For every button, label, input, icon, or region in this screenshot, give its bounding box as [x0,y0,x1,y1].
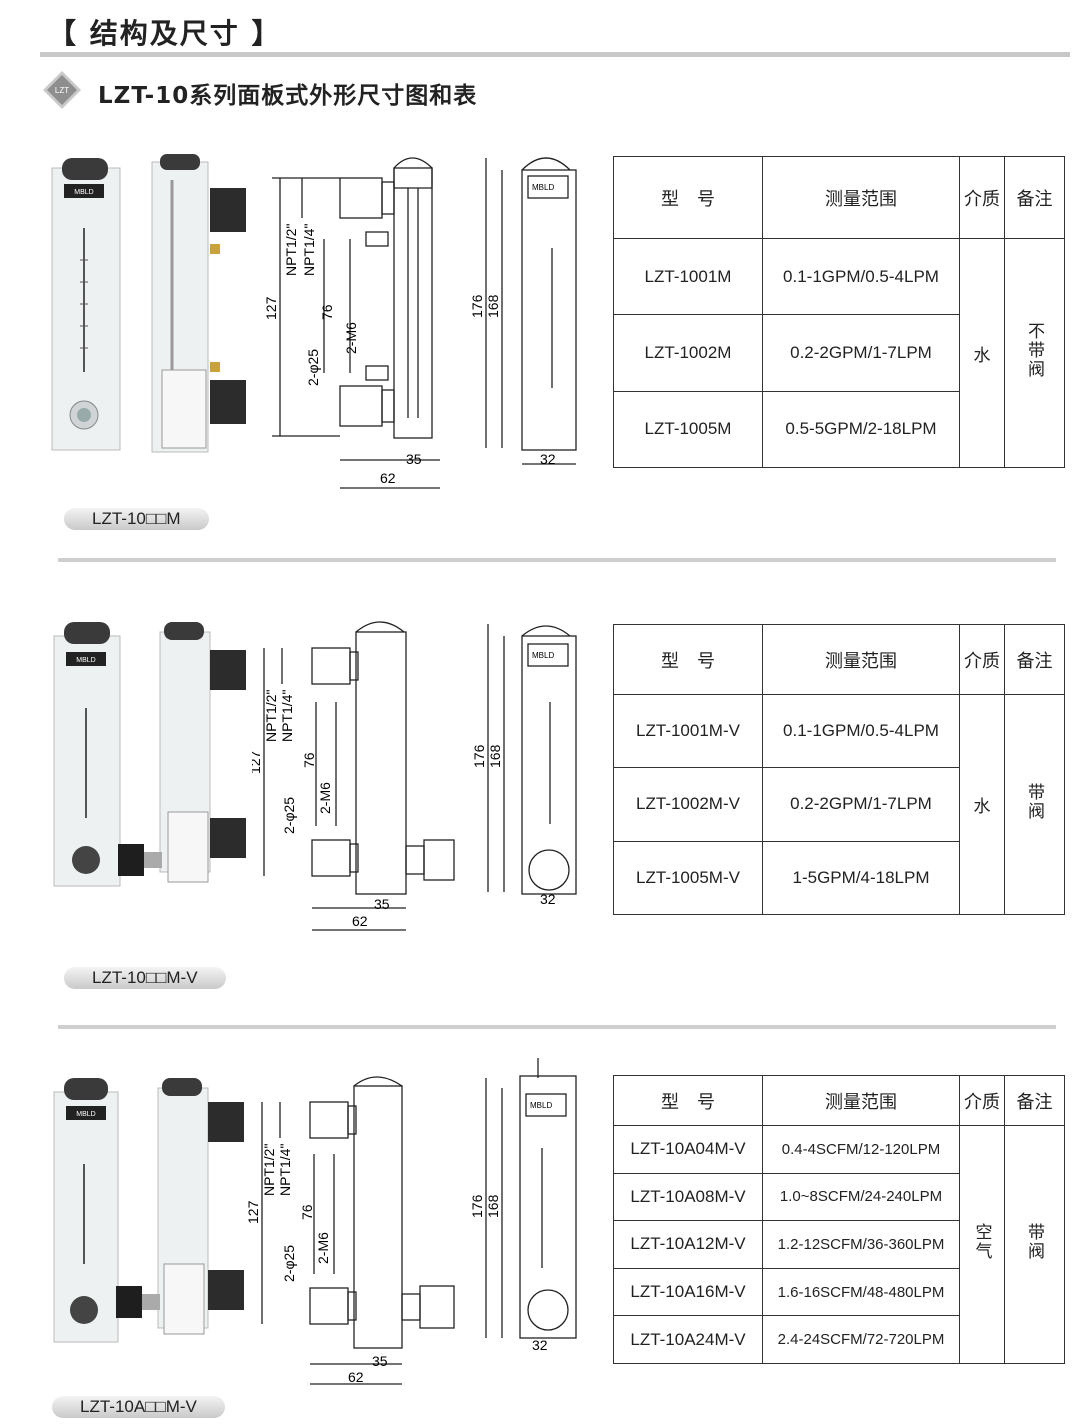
svg-text:127: 127 [245,1200,261,1224]
dim-62: 62 [380,470,396,486]
cell-range: 0.4-4SCFM/12-120LPM [762,1125,960,1174]
dim-32: 32 [540,451,556,467]
dimension-drawing-3: NPT1/2" NPT1/4" 127 76 2-φ25 2-M6 35 62 [245,1076,455,1385]
section-label-1: LZT-10□□M [64,508,209,530]
cell-model: LZT-10A24M-V [613,1315,763,1364]
svg-text:MBLD: MBLD [76,657,95,664]
cell-range: 1-5GPM/4-18LPM [762,840,960,916]
cell-remark: 带阀 [1025,1223,1044,1261]
cell-model: LZT-1001M [613,237,763,316]
svg-text:35: 35 [372,1353,388,1369]
cell-model: LZT-1001M-V [613,693,763,769]
dim-176: 176 [469,294,485,318]
cell-model: LZT-10A16M-V [613,1267,763,1317]
header-model: 型 号 [613,156,763,239]
product-photo-1: MBLD [51,154,246,453]
svg-text:MBLD: MBLD [74,189,93,196]
svg-text:76: 76 [301,752,317,768]
scale-drawing-2: MBLD 176 168 32 [471,624,577,907]
dim-127: 127 [263,296,279,320]
cell-range: 0.2-2GPM/1-7LPM [762,314,960,392]
cell-model: LZT-1002M [613,314,763,392]
svg-text:NPT1/4": NPT1/4" [279,690,295,742]
cell-medium: 空气 [972,1223,992,1261]
dim-npt-half: NPT1/2" [283,224,299,276]
svg-text:MBLD: MBLD [76,1111,95,1118]
svg-text:32: 32 [540,891,556,907]
cell-range: 1.6-16SCFM/48-480LPM [762,1267,960,1317]
svg-text:35: 35 [374,896,390,912]
cell-range: 0.1-1GPM/0.5-4LPM [762,693,960,769]
svg-text:168: 168 [487,744,503,768]
cell-model: LZT-1005M [613,390,763,469]
dim-76: 76 [319,304,335,320]
cell-range: 0.1-1GPM/0.5-4LPM [762,237,960,316]
svg-text:76: 76 [299,1204,315,1220]
header-range: 测量范围 [762,156,960,239]
cell-remark: 不带阀 [1025,322,1044,379]
cell-medium: 水 [959,694,1005,915]
scale-drawing-1: MBLD 176 168 32 [469,157,577,467]
page-subtitle: LZT-10系列面板式外形尺寸图和表 [98,83,478,109]
section-label-2: LZT-10□□M-V [64,967,226,989]
cell-model: LZT-10A08M-V [613,1172,763,1222]
cell-model: LZT-1002M-V [613,767,763,842]
svg-text:NPT1/4": NPT1/4" [277,1144,293,1196]
header-medium: 介质 [959,156,1005,239]
dim-m6: 2-M6 [343,322,359,354]
dimension-drawing-1: NPT1/2" NPT1/4" 127 76 2-φ25 2-M6 35 62 [263,157,440,489]
cell-model: LZT-1005M-V [613,840,763,916]
dim-phi25: 2-φ25 [305,349,321,386]
dimension-drawing-2: NPT1/2" NPT1/4" 127 76 2-φ25 2-M6 35 62 [252,621,455,931]
cell-range: 0.5-5GPM/2-18LPM [762,390,960,469]
header-remark: 备注 [1004,156,1065,239]
svg-text:MBLD: MBLD [532,183,554,192]
section-divider [58,1025,1056,1029]
svg-text:176: 176 [471,744,487,768]
diamond-badge-icon: LZT [43,71,81,109]
scale-drawing-3: MBLD 176 168 32 [469,1058,577,1353]
product-photo-2: MBLD [53,622,246,887]
cell-medium: 水 [959,238,1005,468]
cell-model: LZT-10A12M-V [613,1220,763,1269]
svg-text:62: 62 [348,1369,364,1385]
svg-text:176: 176 [469,1194,485,1218]
product-photo-3: MBLD [53,1078,244,1343]
dim-168: 168 [485,294,501,318]
svg-text:NPT1/2": NPT1/2" [263,690,279,742]
section-label-3: LZT-10A□□M-V [52,1396,225,1418]
title-underline [40,52,1070,57]
page-title: 【 结构及尺寸 】 [48,17,282,50]
svg-text:2-φ25: 2-φ25 [281,1245,297,1282]
dim-35: 35 [406,451,422,467]
cell-remark: 带阀 [1025,783,1044,821]
svg-text:32: 32 [532,1337,548,1353]
cell-range: 1.0~8SCFM/24-240LPM [762,1172,960,1222]
svg-text:168: 168 [485,1194,501,1218]
svg-text:127: 127 [252,750,263,774]
svg-text:MBLD: MBLD [532,651,554,660]
section-divider [58,558,1056,562]
badge-text: LZT [55,86,69,95]
svg-text:NPT1/2": NPT1/2" [261,1144,277,1196]
svg-text:62: 62 [352,913,368,929]
svg-text:2-φ25: 2-φ25 [281,797,297,834]
dim-npt-quarter: NPT1/4" [301,224,317,276]
cell-model: LZT-10A04M-V [613,1125,763,1174]
cell-range: 0.2-2GPM/1-7LPM [762,767,960,842]
svg-text:2-M6: 2-M6 [317,782,333,814]
svg-text:2-M6: 2-M6 [315,1232,331,1264]
cell-range: 2.4-24SCFM/72-720LPM [762,1315,960,1364]
cell-range: 1.2-12SCFM/36-360LPM [762,1220,960,1269]
svg-text:MBLD: MBLD [530,1101,552,1110]
